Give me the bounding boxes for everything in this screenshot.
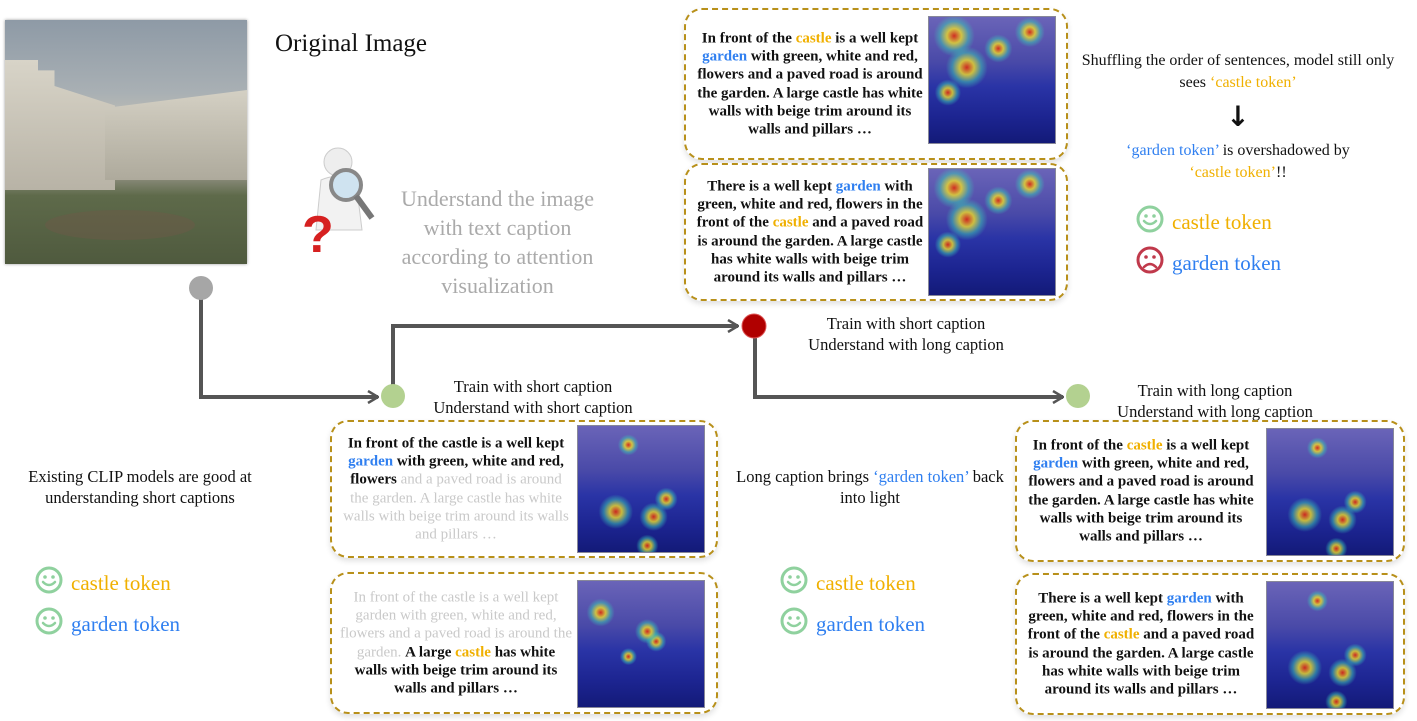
note-text: back into light bbox=[839, 467, 1004, 507]
garden-word: garden bbox=[348, 453, 394, 470]
caption-segment: with green, white and red, flowers bbox=[350, 453, 564, 488]
understand-label: Understand with long caption bbox=[808, 335, 1004, 354]
caption-text: In front of the castle is a well kept ga… bbox=[340, 434, 572, 543]
caption-box-top2: There is a well kept garden with green, … bbox=[684, 163, 1068, 301]
caption-segment: is a well kept bbox=[831, 30, 919, 47]
token-label: castle token bbox=[71, 570, 171, 595]
caption-text: There is a well kept garden with green, … bbox=[694, 177, 926, 286]
token-label: castle token bbox=[1172, 209, 1272, 234]
caption-segment: In front of the castle is a well kept bbox=[347, 435, 565, 452]
castle-word: castle bbox=[795, 30, 832, 47]
magnifier-question-icon: ? bbox=[302, 147, 375, 260]
token-castle-left: castle token bbox=[35, 566, 171, 600]
attention-map bbox=[928, 16, 1056, 144]
caption-box-mid2: In front of the castle is a well kept ga… bbox=[330, 572, 718, 714]
happy-face-icon bbox=[1136, 205, 1164, 239]
happy-face-icon bbox=[780, 566, 808, 600]
garden-word: garden bbox=[1033, 455, 1079, 472]
caption-segment: There is a well kept bbox=[707, 178, 836, 195]
caption-text: In front of the castle is a well kept ga… bbox=[340, 588, 572, 697]
stage-label-long-long: Train with long caption Understand with … bbox=[1075, 380, 1355, 422]
understand-note: Understand the image with text caption a… bbox=[400, 186, 595, 298]
happy-face-icon bbox=[780, 607, 808, 641]
caption-segment: In front of the bbox=[701, 30, 796, 47]
garden-token-text: ‘garden token’ bbox=[873, 467, 969, 486]
garden-word: garden bbox=[702, 48, 748, 65]
token-castle-middle: castle token bbox=[780, 566, 916, 600]
attention-map bbox=[1266, 428, 1394, 556]
caption-box-right2: There is a well kept garden with green, … bbox=[1015, 573, 1405, 715]
caption-box-top1: In front of the castle is a well kept ga… bbox=[684, 8, 1068, 160]
castle-token-text: ‘castle token’ bbox=[1189, 164, 1276, 181]
faded-segment: and a paved road is around the garden. A… bbox=[343, 471, 569, 543]
original-image bbox=[5, 20, 247, 264]
caption-text: In front of the castle is a well kept ga… bbox=[1025, 436, 1257, 545]
castle-word: castle bbox=[1103, 626, 1140, 643]
note-text: Long caption brings bbox=[736, 467, 874, 486]
token-castle-right: castle token bbox=[1136, 205, 1272, 239]
happy-face-icon bbox=[35, 566, 63, 600]
down-arrow-icon: ↓ bbox=[1226, 100, 1250, 133]
node-short-short bbox=[381, 384, 405, 408]
caption-segment: A large bbox=[405, 644, 456, 660]
caption-segment: and a paved road is around the garden. A… bbox=[1028, 626, 1255, 698]
attention-map bbox=[577, 580, 705, 708]
token-label: garden token bbox=[1172, 250, 1282, 275]
node-long-long bbox=[1066, 384, 1090, 408]
arrow-to-short-short bbox=[199, 298, 378, 397]
original-image-label: Original Image bbox=[275, 30, 428, 57]
arrow-to-long-long bbox=[753, 336, 1063, 397]
token-label: garden token bbox=[816, 611, 926, 636]
faded-segment: In front of the castle is a well kept ga… bbox=[340, 589, 573, 660]
caption-text: There is a well kept garden with green, … bbox=[1025, 589, 1257, 698]
attention-map bbox=[1266, 581, 1394, 709]
caption-segment: with green, white and red, flowers and a… bbox=[1028, 455, 1254, 545]
right-note: Shuffling the order of sentences, model … bbox=[1078, 50, 1398, 184]
note-text: !! bbox=[1275, 164, 1287, 181]
token-garden-right: garden token bbox=[1136, 246, 1281, 280]
castle-word: castle bbox=[1126, 437, 1163, 454]
caption-text: In front of the castle is a well kept ga… bbox=[694, 29, 926, 138]
left-note: Existing CLIP models are good at underst… bbox=[28, 467, 252, 507]
caption-segment: with green, white and red, flowers and a… bbox=[697, 48, 923, 138]
caption-segment: and a paved road is around the garden. A… bbox=[697, 214, 924, 286]
sad-face-icon bbox=[1136, 246, 1164, 280]
garden-word: garden bbox=[1166, 590, 1212, 607]
token-garden-left: garden token bbox=[35, 607, 180, 641]
attention-map bbox=[577, 425, 705, 553]
castle-token-text: ‘castle token’ bbox=[1210, 74, 1297, 91]
node-short-long bbox=[741, 313, 767, 339]
arrow-to-short-long bbox=[391, 326, 738, 386]
note-text: Shuffling the order of sentences, model … bbox=[1081, 52, 1395, 91]
start-node bbox=[189, 276, 213, 300]
stage-label-short-short: Train with short caption Understand with… bbox=[393, 376, 673, 418]
caption-box-right1: In front of the castle is a well kept ga… bbox=[1015, 420, 1405, 562]
caption-segment: There is a well kept bbox=[1038, 590, 1167, 607]
token-label: castle token bbox=[816, 570, 916, 595]
caption-segment: with green, white and red, flowers in th… bbox=[696, 178, 923, 231]
caption-segment: is a well kept bbox=[1162, 437, 1250, 454]
attention-map bbox=[928, 168, 1056, 296]
middle-note: Long caption brings ‘garden token’ back … bbox=[725, 466, 1015, 508]
train-label: Train with short caption bbox=[826, 314, 986, 333]
token-garden-middle: garden token bbox=[780, 607, 925, 641]
understand-label: Understand with long caption bbox=[1117, 402, 1313, 421]
caption-segment: In front of the bbox=[1032, 437, 1127, 454]
token-label: garden token bbox=[71, 611, 181, 636]
happy-face-icon bbox=[35, 607, 63, 641]
caption-segment: has white walls with beige trim around i… bbox=[354, 644, 558, 697]
note-text: is overshadowed by bbox=[1218, 142, 1350, 159]
caption-segment: with green, white and red, flowers in th… bbox=[1027, 590, 1254, 643]
understand-label: Understand with short caption bbox=[433, 398, 633, 417]
train-label: Train with short caption bbox=[453, 377, 613, 396]
castle-word: castle bbox=[772, 214, 809, 231]
stage-label-short-long: Train with short caption Understand with… bbox=[766, 313, 1046, 355]
caption-box-mid1: In front of the castle is a well kept ga… bbox=[330, 420, 718, 558]
svg-text:?: ? bbox=[302, 206, 334, 260]
garden-word: garden bbox=[835, 178, 881, 195]
garden-token-text: ‘garden token’ bbox=[1126, 142, 1219, 159]
train-label: Train with long caption bbox=[1137, 381, 1293, 400]
castle-word: castle bbox=[455, 644, 491, 660]
